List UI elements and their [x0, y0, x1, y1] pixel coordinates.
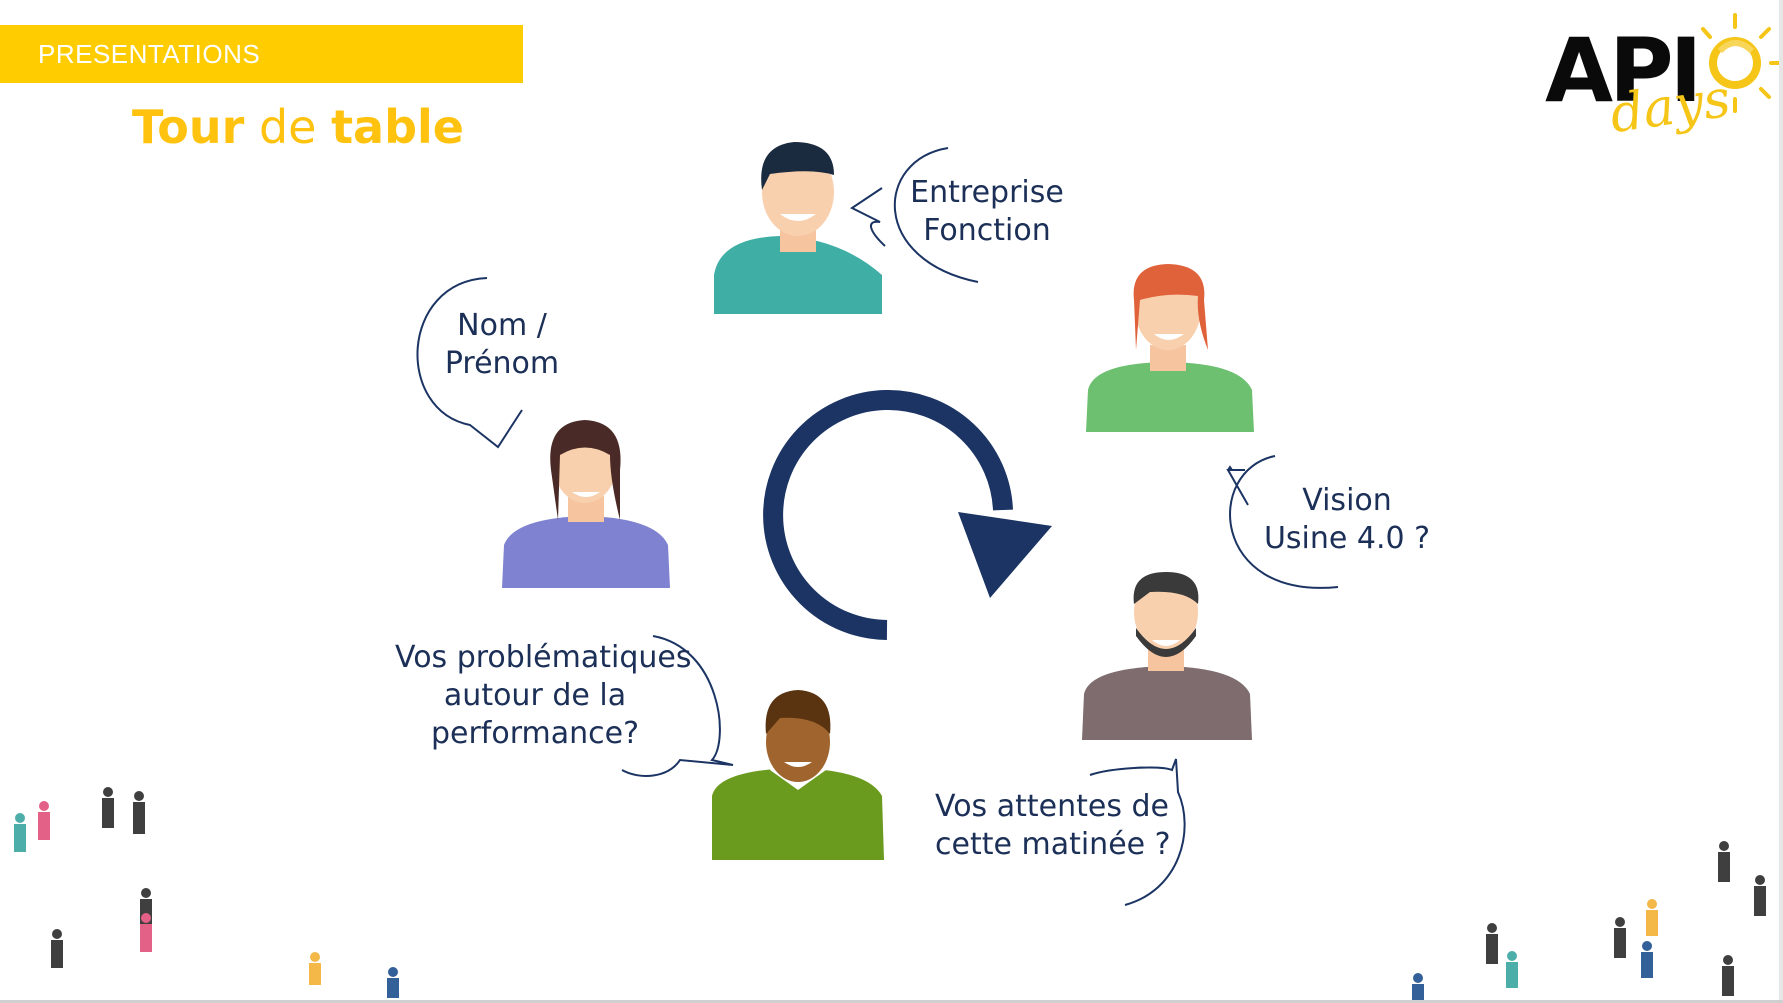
- bubble-vision-line-2: Usine 4.0 ?: [1263, 521, 1431, 556]
- apidays-logo: API days: [1540, 5, 1783, 150]
- bubble-entreprise-line-1: Entreprise: [910, 175, 1064, 210]
- avatar-entreprise: [714, 142, 882, 314]
- bubble-nom-text: Nom / Prénom: [430, 307, 574, 383]
- bubble-attentes-outline: [1089, 758, 1186, 906]
- section-label: PRESENTATIONS: [38, 38, 261, 69]
- bubble-problematiques-text: Vos problématiques autour de la performa…: [395, 639, 692, 753]
- avatar-problematiques: [712, 690, 884, 860]
- bubble-attentes-text: Vos attentes de cette matinée ?: [935, 788, 1171, 864]
- bubble-problematiques-outline: [621, 635, 734, 777]
- bubble-entreprise-line-2: Fonction: [923, 213, 1051, 248]
- bubble-vision-outline: [1226, 455, 1339, 589]
- title-word-table: table: [331, 100, 464, 154]
- cycle-arrow-icon: [763, 390, 1052, 640]
- slide-right-edge: [1779, 0, 1783, 1003]
- title-word-tour: Tour: [132, 100, 245, 154]
- bubble-problematiques-line-3: performance?: [430, 716, 640, 751]
- avatar-attentes: [1082, 572, 1252, 740]
- page-title: Tour de table: [132, 100, 464, 154]
- slide-bottom-edge: [0, 1000, 1783, 1003]
- bubble-attentes-line-1: Vos attentes de: [935, 789, 1169, 824]
- bubble-nom-line-2: Prénom: [444, 346, 560, 381]
- avatar-nom: [502, 420, 670, 588]
- bubble-problematiques-line-2: autour de la: [443, 678, 627, 713]
- bubble-nom-outline: [416, 277, 523, 449]
- bubble-vision-text: Vision Usine 4.0 ?: [1262, 482, 1432, 558]
- bubble-nom-line-1: Nom /: [457, 308, 547, 343]
- section-banner: PRESENTATIONS: [0, 25, 523, 83]
- bubble-entreprise-text: Entreprise Fonction: [900, 174, 1074, 250]
- bubble-problematiques-line-1: Vos problématiques: [395, 640, 692, 675]
- title-word-de: de: [258, 100, 317, 154]
- avatar-vision: [1086, 264, 1254, 432]
- logo-api-text: API: [1545, 19, 1702, 122]
- crowd-illustration: [14, 787, 1766, 1002]
- bubble-entreprise-outline: [850, 147, 979, 283]
- bubble-vision-line-1: Vision: [1302, 483, 1392, 518]
- bubble-attentes-line-2: cette matinée ?: [935, 827, 1171, 862]
